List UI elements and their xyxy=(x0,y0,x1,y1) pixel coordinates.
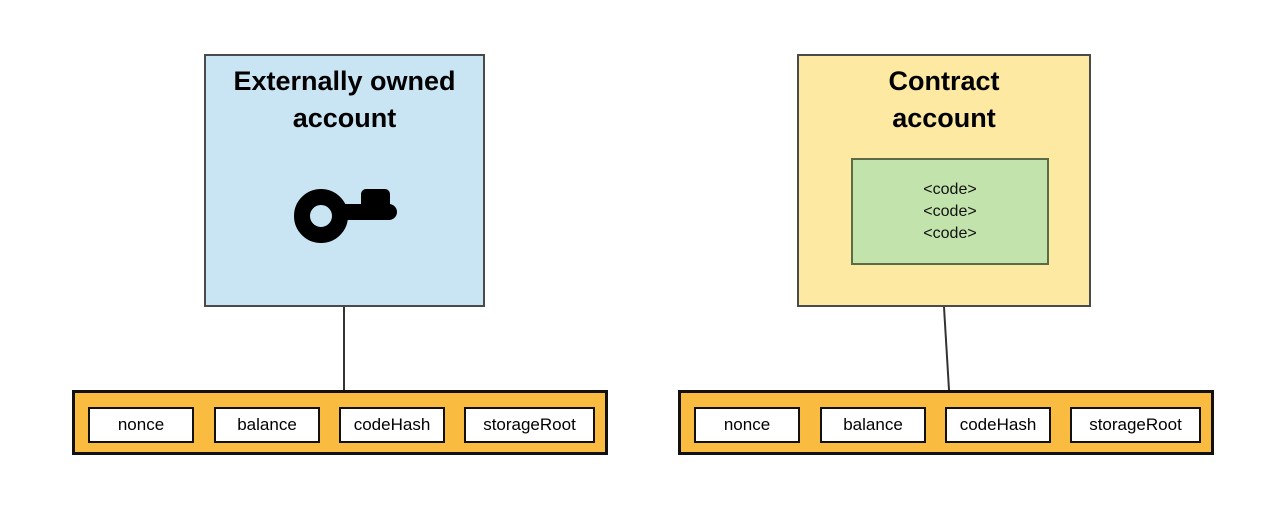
field-label: nonce xyxy=(117,415,165,434)
field-label: nonce xyxy=(723,415,771,434)
field-label: codeHash xyxy=(959,415,1037,434)
eoa-title: Externally owned account xyxy=(206,63,483,137)
contract-title: Contract account xyxy=(799,63,1089,137)
eoa-field-balance: balance xyxy=(214,407,320,443)
eoa-account-box: Externally owned account xyxy=(204,54,485,307)
eoa-field-codehash: codeHash xyxy=(339,407,445,443)
contract-field-balance: balance xyxy=(820,407,926,443)
contract-field-nonce: nonce xyxy=(694,407,800,443)
field-label: storageRoot xyxy=(483,415,576,434)
field-label: balance xyxy=(237,415,297,434)
contract-account-box: Contract account <code> <code> <code> xyxy=(797,54,1091,307)
field-label: codeHash xyxy=(353,415,431,434)
contract-fields-bar: nonce balance codeHash storageRoot xyxy=(678,390,1214,455)
field-label: balance xyxy=(843,415,903,434)
eoa-title-line2: account xyxy=(292,103,397,133)
code-line: <code> xyxy=(923,224,977,242)
contract-field-codehash: codeHash xyxy=(945,407,1051,443)
eoa-title-line1: Externally owned xyxy=(233,66,456,96)
contract-code-box: <code> <code> <code> xyxy=(851,158,1049,265)
eoa-field-nonce: nonce xyxy=(88,407,194,443)
code-line: <code> xyxy=(923,202,977,220)
eoa-field-storageroot: storageRoot xyxy=(464,407,595,443)
contract-title-line1: Contract xyxy=(888,66,1000,96)
contract-field-storageroot: storageRoot xyxy=(1070,407,1201,443)
contract-connector-line xyxy=(943,306,950,391)
eoa-fields-bar: nonce balance codeHash storageRoot xyxy=(72,390,608,455)
code-line: <code> xyxy=(923,180,977,198)
field-label: storageRoot xyxy=(1089,415,1182,434)
key-icon xyxy=(294,188,400,244)
contract-title-line2: account xyxy=(892,103,996,133)
